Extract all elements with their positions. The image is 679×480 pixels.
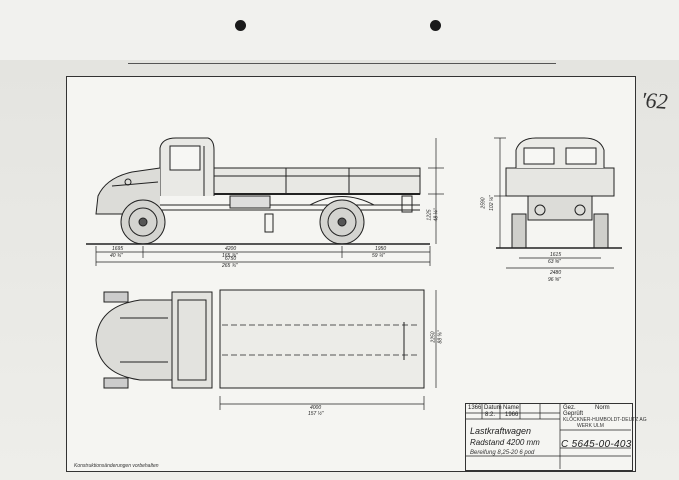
dim-overall-width-in: 96 ⅝" [548,277,561,283]
drawing-title: Lastkraftwagen [470,426,532,436]
dim-track: 1615 [550,252,562,258]
drawing-number: C 5645-00-403 [561,439,632,450]
dim-body-length: 4000 [310,405,322,411]
dim-rear-overhang: 1950 [375,246,387,252]
punch-hole-left [235,20,246,31]
dim-bed-height-in: 48 ¼" [433,208,440,222]
dim-overall-length: 6750 [225,256,237,262]
dim-body-length-in: 157 ½" [308,411,324,417]
dim-cab-height: 2590 [480,197,487,209]
side-view [86,137,430,245]
dim-overall-length-in: 265 ¾" [222,263,238,269]
dim-wheelbase-in: 165 ⅜" [222,253,238,259]
dim-cab-height-in: 102 ⅛" [488,195,495,211]
tb-header-date: Datum [484,405,502,411]
footnote: Konstruktionsänderungen vorbehalten [74,463,159,469]
dim-track-in: 63 ⅝" [548,259,561,265]
drawing-subtitle: Radstand 4200 mm [470,438,540,447]
maker-plant: WERK ULM [577,423,604,429]
dim-body-width: 2250 [430,331,437,343]
dim-front-overhang-in: 40 ¾" [110,253,123,259]
title-block-grid [465,403,631,469]
tb-row-norm: Norm [595,405,610,411]
tb-header-name: Name [503,405,520,411]
title-block [465,403,633,471]
dim-front-overhang: 1695 [112,246,124,252]
dim-body-width-in: 88 ⅝" [437,330,444,344]
side-dimensions [95,138,444,266]
maker-name: KLÖCKNER-HUMBOLDT-DEUTZ AG [563,417,647,423]
top-dimensions [219,290,437,410]
tire-spec: Bereifung 8,25-20 6 pod [470,450,535,456]
punch-hole-right [430,20,441,31]
tb-header-year: 1366 [468,405,482,411]
tb-value-year: 1966 [505,412,519,418]
tb-row-drawn: Gez. [563,405,576,411]
dim-rear-overhang-in: 59 ¼" [372,253,385,259]
top-view [95,289,425,389]
front-view [496,137,622,249]
dim-wheelbase: 4200 [225,246,237,252]
dim-bed-height: 1225 [426,209,433,221]
tb-row-checked: Geprüft [563,411,584,417]
tb-value-date: 8.2. [485,412,496,418]
front-dimensions [494,137,614,269]
underlying-sheet-edge [128,63,556,64]
dim-overall-width: 2480 [550,270,562,276]
